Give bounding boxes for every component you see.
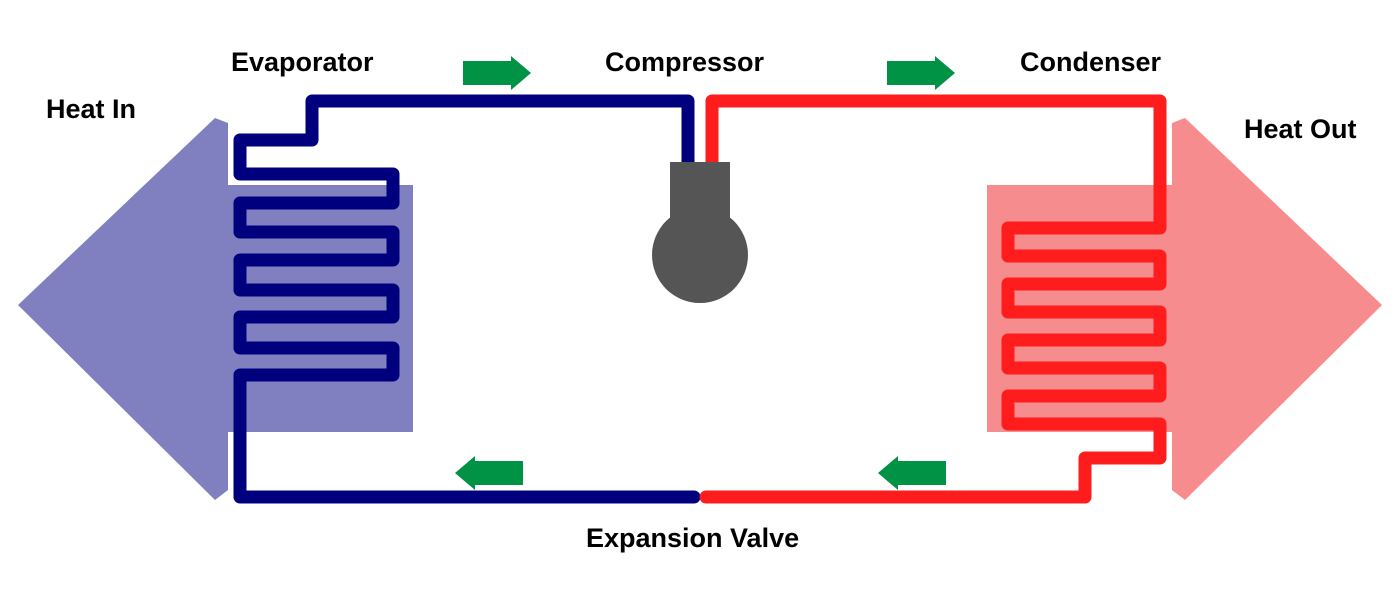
flow-arrow-top-right [887,56,955,90]
expansion-valve-label: Expansion Valve [586,523,799,553]
heat-in-label: Heat In [46,94,136,124]
evaporator-coil-cold-line [233,94,701,504]
flow-arrow-bottom-right [878,456,946,490]
compressor-icon [652,162,748,303]
condenser-label: Condenser [1020,47,1162,77]
flow-arrow-top-left [463,56,531,90]
heat-in-arrow [18,118,413,500]
condenser-coil-hot-line [699,94,1167,504]
heat-out-label: Heat Out [1244,114,1357,144]
heat-out-arrow [987,118,1382,500]
flow-arrow-bottom-left [455,456,523,490]
evaporator-label: Evaporator [231,47,374,77]
compressor-label: Compressor [605,47,765,77]
